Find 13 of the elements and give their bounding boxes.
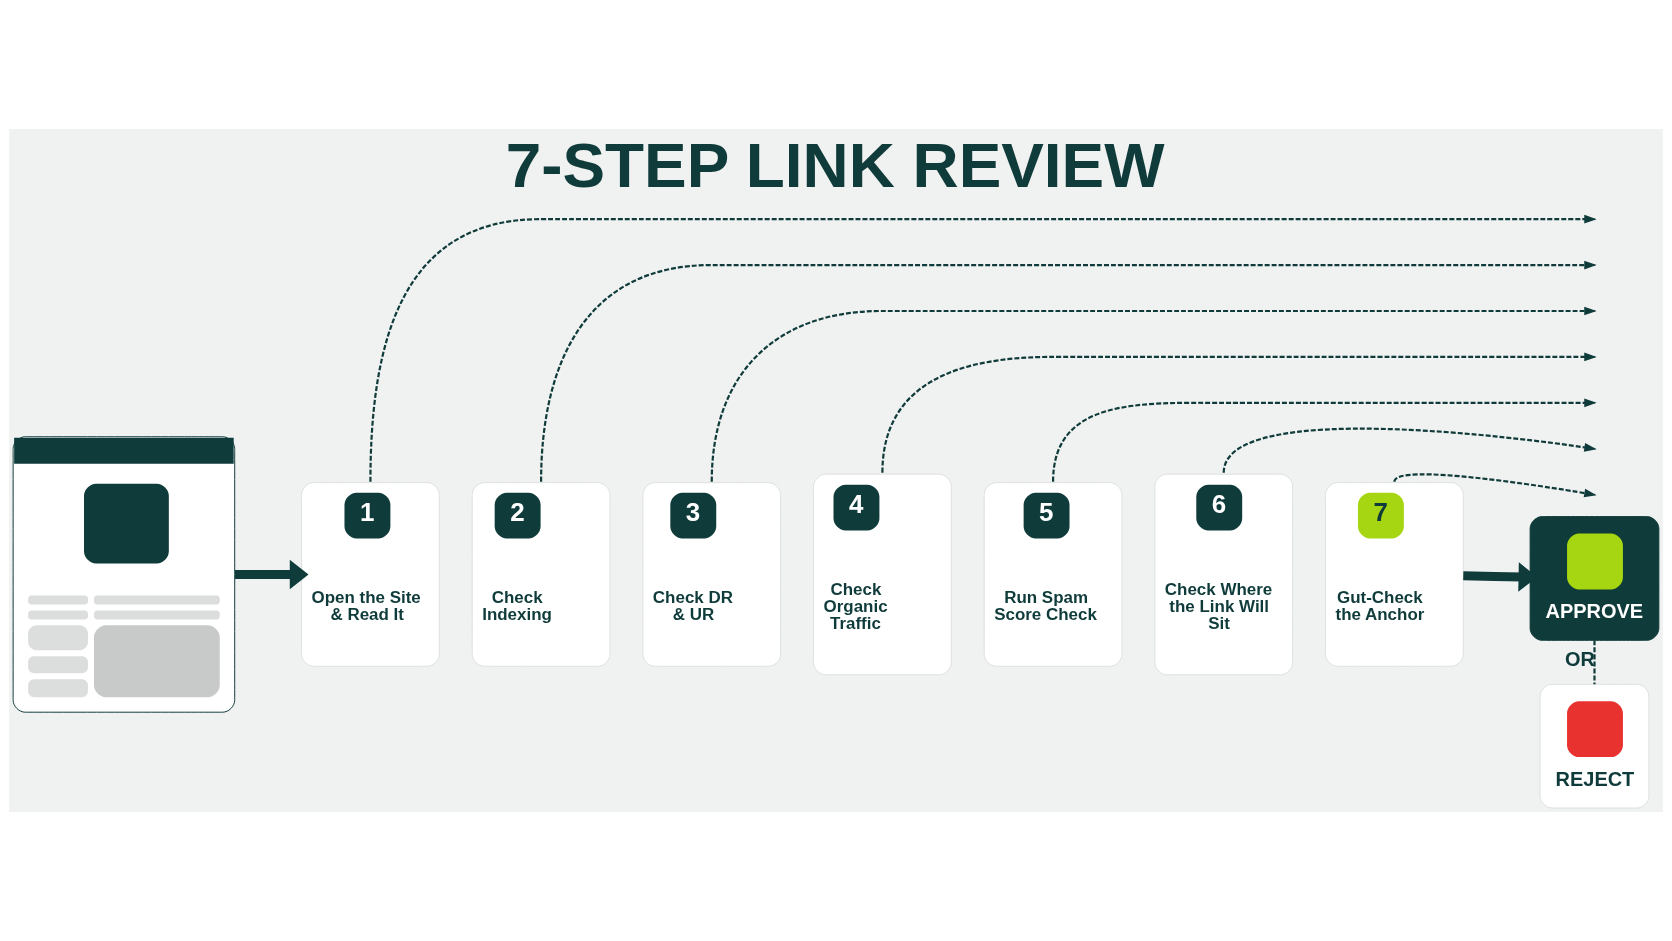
connector <box>1593 640 1596 685</box>
node-box: 7 Gut-Check the Anchor <box>1325 482 1464 667</box>
node-box: 5 Run Spam Score Check <box>983 482 1123 667</box>
node-box: 4 Check Organic Traffic <box>813 473 952 676</box>
edge-label: OR <box>1565 648 1595 671</box>
node-box: 6 Check Where the Link Will Sit <box>1154 473 1294 676</box>
node-box: 3 Check DR & UR <box>642 482 782 667</box>
node-box: APPROVE <box>1529 516 1660 641</box>
node-box: 2 Check Indexing <box>471 482 611 667</box>
diagram-title: 7-STEP LINK REVIEW <box>505 129 1165 202</box>
node-box: REJECT <box>1539 683 1650 809</box>
node-box: 1 Open the Site & Read It <box>301 482 440 667</box>
arrow <box>235 559 309 590</box>
